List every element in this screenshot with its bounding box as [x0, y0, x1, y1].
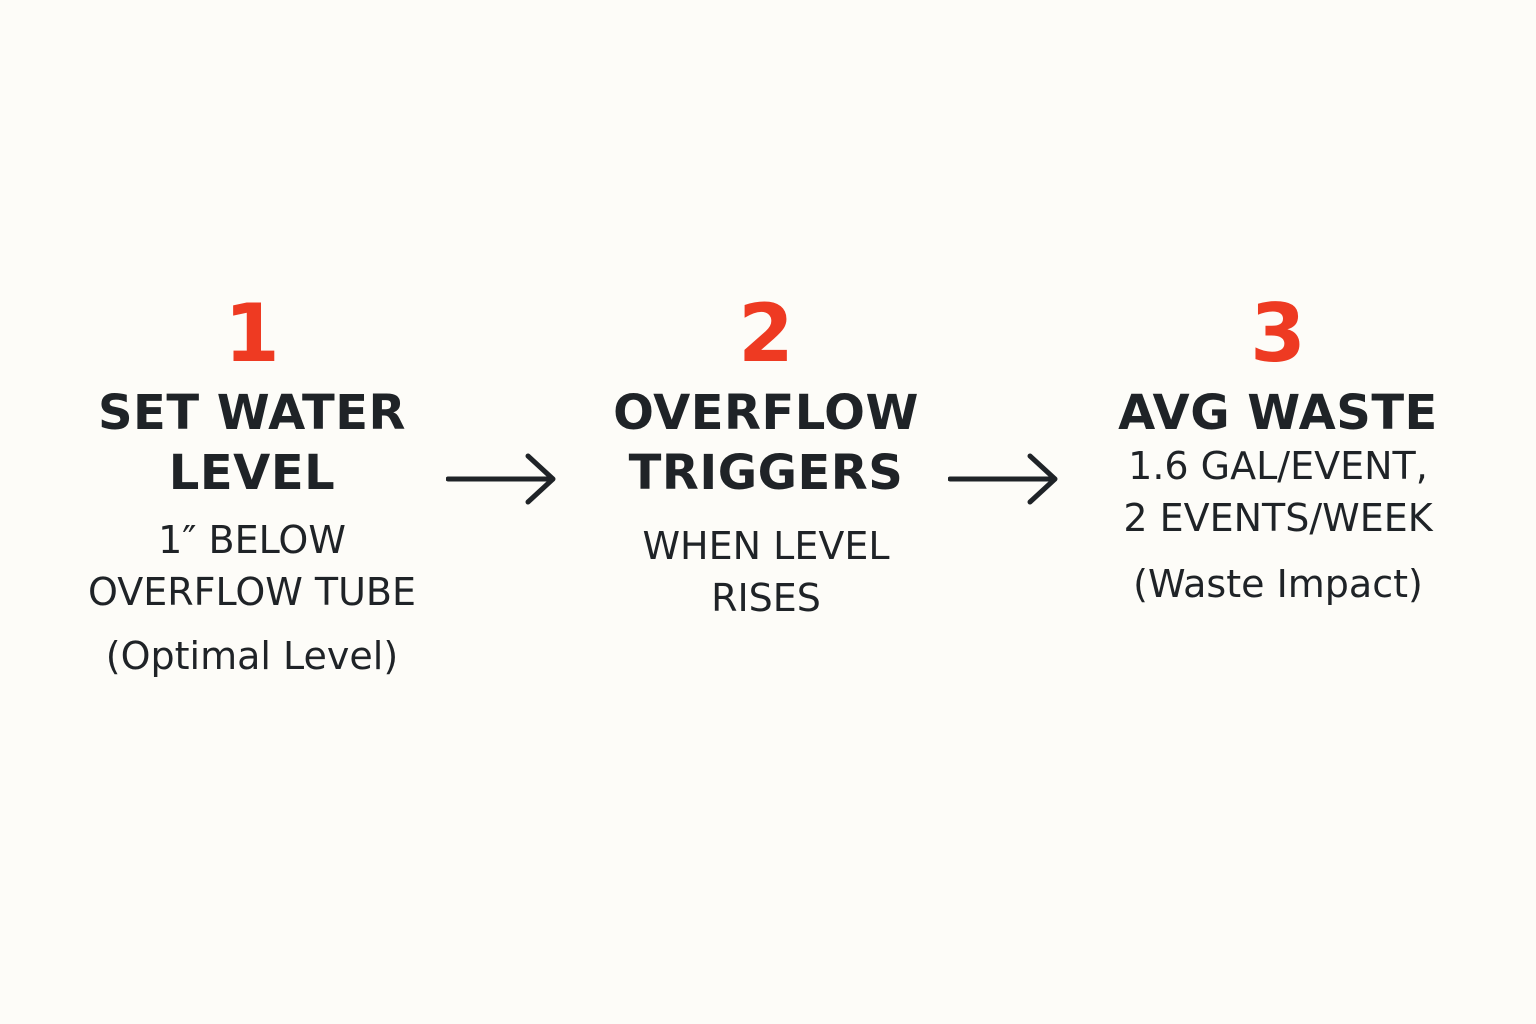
step-detail-line: 1.6 GAL/EVENT, [1128, 444, 1428, 488]
step-detail-line: RISES [711, 576, 821, 620]
step-title-line: AVG WASTE [1118, 385, 1438, 441]
step-number: 1 [224, 287, 280, 380]
step-1: 1 SET WATER LEVEL 1″ BELOW OVERFLOW TUBE… [22, 286, 482, 682]
step-note: (Optimal Level) [105, 634, 399, 678]
step-2: 2 OVERFLOW TRIGGERS WHEN LEVEL RISES [536, 286, 996, 624]
arrow-right-icon [446, 453, 556, 505]
step-detail-line: OVERFLOW TUBE [88, 570, 416, 614]
step-title-line: SET WATER [97, 385, 406, 441]
step-title-line: LEVEL [168, 445, 336, 501]
step-title-line: OVERFLOW [613, 385, 919, 441]
step-3: 3 AVG WASTE 1.6 GAL/EVENT, 2 EVENTS/WEEK… [1048, 286, 1508, 610]
step-detail-line: 2 EVENTS/WEEK [1123, 496, 1433, 540]
step-number: 3 [1250, 287, 1306, 380]
arrow-right-icon [948, 453, 1058, 505]
step-number: 2 [738, 287, 794, 380]
step-detail-line: WHEN LEVEL [642, 524, 890, 568]
step-note: (Waste Impact) [1133, 562, 1423, 606]
step-title-line: TRIGGERS [628, 445, 904, 501]
step-detail-line: 1″ BELOW [158, 518, 346, 562]
